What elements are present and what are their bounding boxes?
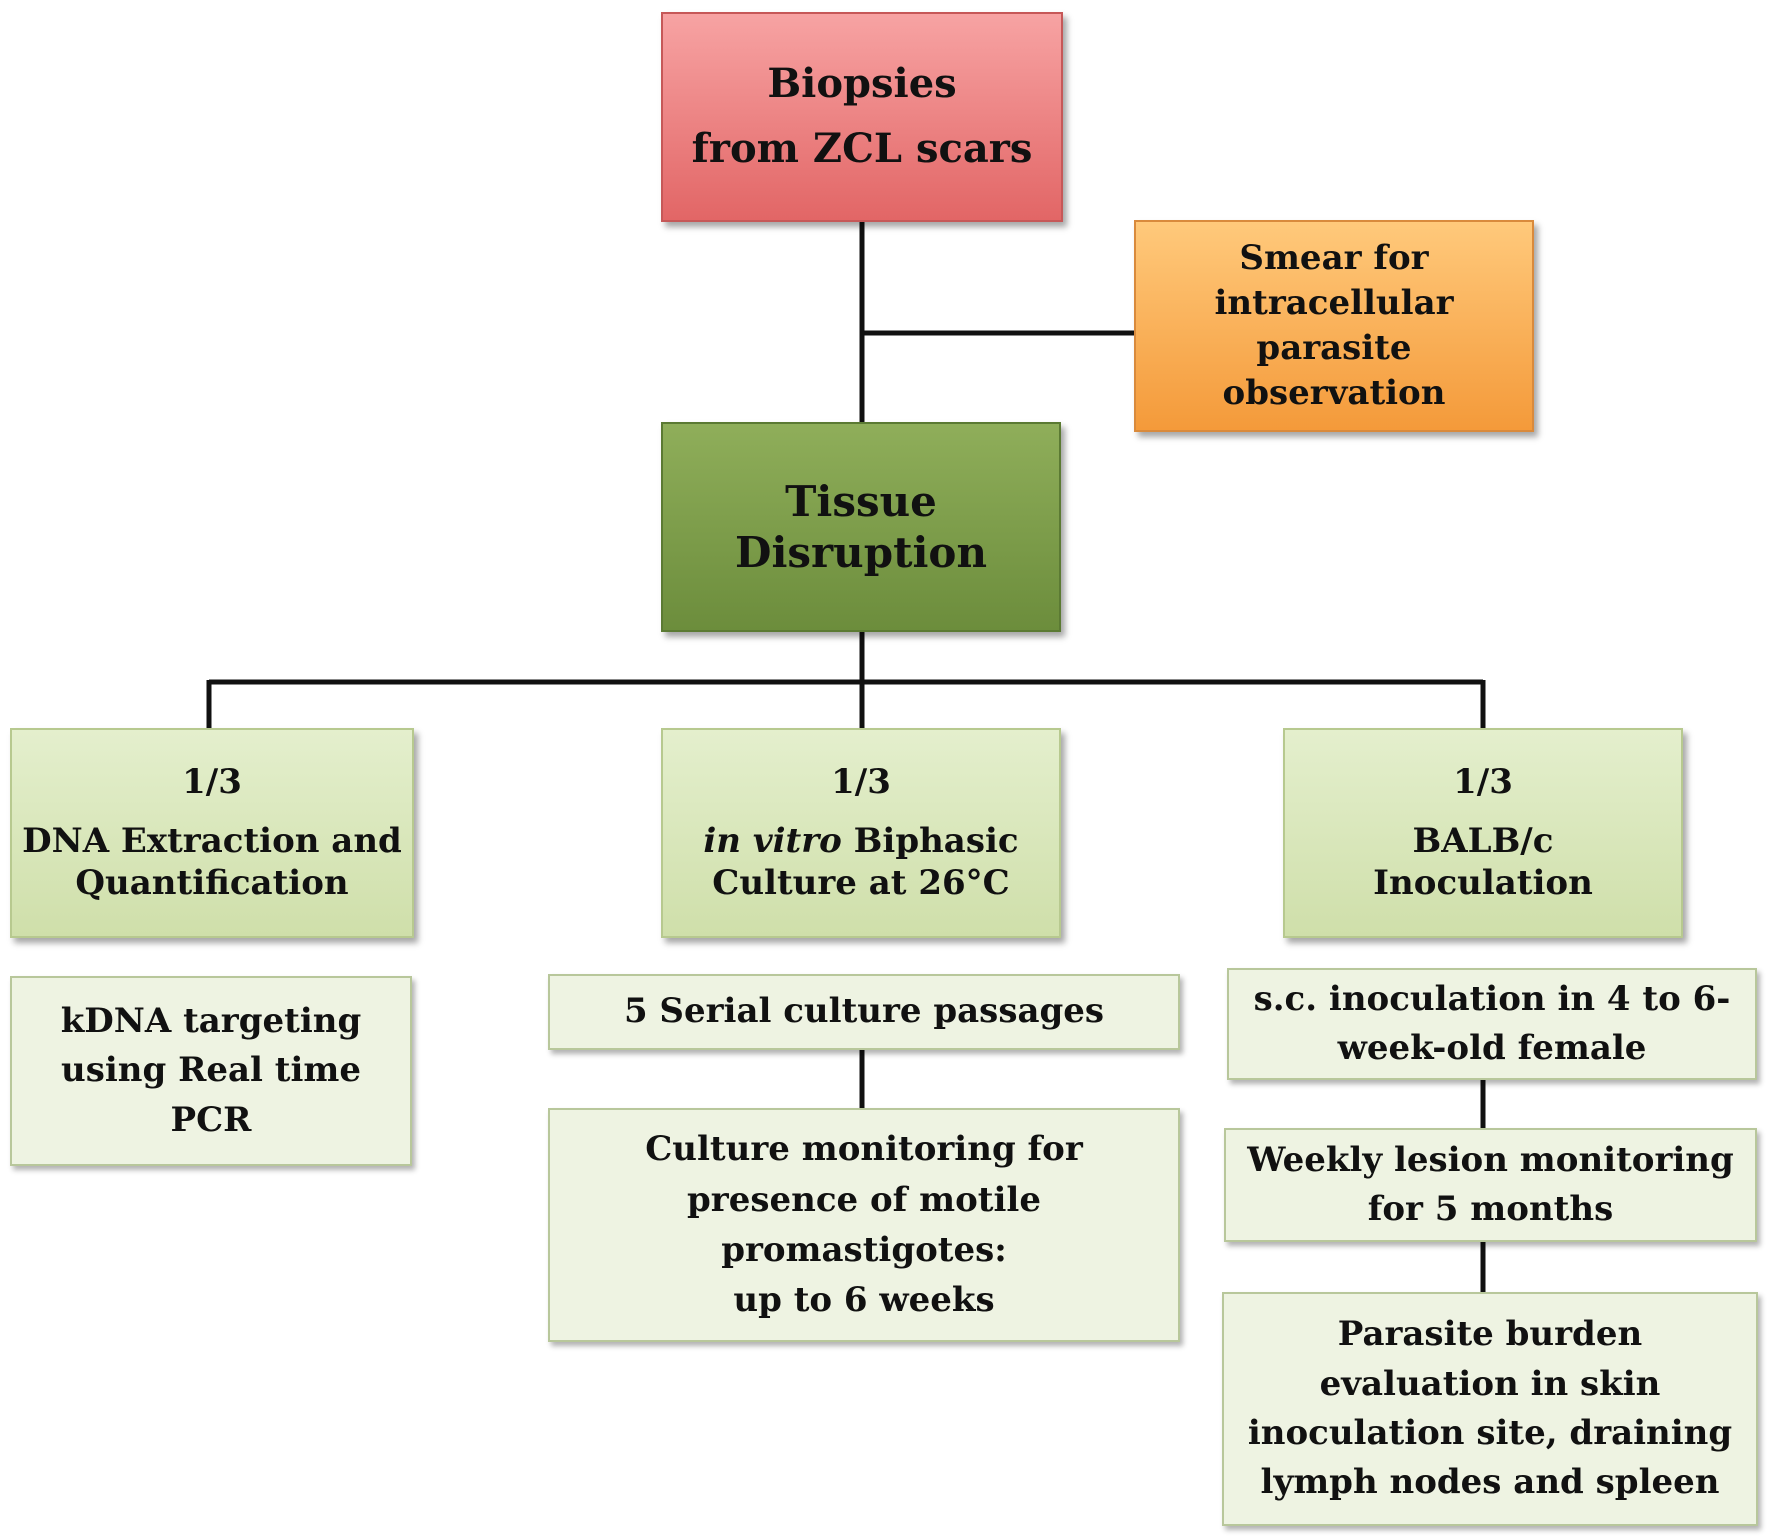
- dna-extraction-node: 1/3 DNA Extraction and Quantification: [10, 728, 414, 938]
- dna-line-2: Quantification: [75, 862, 349, 903]
- smear-node: Smear for intracellular parasite observa…: [1134, 220, 1534, 432]
- burden-line-2: evaluation in skin: [1319, 1363, 1661, 1404]
- culture-line-1-rest: Biphasic: [841, 821, 1019, 862]
- balbc-inoculation-node: 1/3 BALB/c Inoculation: [1283, 728, 1683, 938]
- smear-line-3: observation: [1222, 373, 1446, 414]
- kdna-line-1: kDNA targeting: [60, 1001, 362, 1042]
- culture-line-1: in vitro Biphasic: [703, 821, 1018, 862]
- burden-line-3: inoculation site, draining: [1247, 1413, 1733, 1453]
- balb-line-1: BALB/c: [1412, 821, 1554, 862]
- burden-line-4: lymph nodes and spleen: [1260, 1462, 1720, 1503]
- sc-line-2: week-old female: [1337, 1028, 1647, 1068]
- burden-line-1: Parasite burden: [1337, 1314, 1643, 1355]
- biphasic-culture-node: 1/3 in vitro Biphasic Culture at 26°C: [661, 728, 1061, 938]
- biopsies-node: Biopsies from ZCL scars: [661, 12, 1063, 222]
- culture-fraction: 1/3: [831, 761, 891, 802]
- kdna-line-3: PCR: [170, 1099, 252, 1140]
- weekly-monitoring-node: Weekly lesion monitoring for 5 months: [1224, 1128, 1757, 1242]
- kdna-line-2: using Real time: [60, 1050, 361, 1091]
- dna-line-1: DNA Extraction and: [22, 821, 402, 862]
- sc-inoculation-node: s.c. inoculation in 4 to 6- week-old fem…: [1227, 968, 1757, 1080]
- culture-line-2: Culture at 26°C: [712, 862, 1010, 903]
- serial-label: 5 Serial culture passages: [623, 991, 1105, 1032]
- biopsies-line-1: Biopsies: [767, 60, 957, 108]
- culture-italic: in vitro: [703, 821, 842, 862]
- kdna-pcr-node: kDNA targeting using Real time PCR: [10, 976, 412, 1166]
- smear-line-2: intracellular parasite: [1214, 282, 1454, 368]
- weekly-line-2: for 5 months: [1367, 1189, 1614, 1229]
- biopsies-line-2: from ZCL scars: [691, 125, 1033, 172]
- monitoring-line-4: up to 6 weeks: [733, 1280, 995, 1321]
- monitoring-line-2: presence of motile: [687, 1179, 1041, 1220]
- culture-monitoring-node: Culture monitoring for presence of motil…: [548, 1108, 1180, 1342]
- serial-passages-node: 5 Serial culture passages: [548, 974, 1180, 1050]
- tissue-disruption-node: Tissue Disruption: [661, 422, 1061, 632]
- monitoring-line-3: promastigotes:: [721, 1230, 1007, 1270]
- weekly-line-1: Weekly lesion monitoring: [1247, 1139, 1734, 1180]
- sc-line-1: s.c. inoculation in 4 to 6-: [1253, 978, 1731, 1019]
- balb-fraction: 1/3: [1453, 761, 1513, 802]
- dna-fraction: 1/3: [182, 761, 242, 802]
- parasite-burden-node: Parasite burden evaluation in skin inocu…: [1222, 1292, 1758, 1526]
- tissue-disruption-label: Tissue Disruption: [735, 476, 987, 577]
- smear-line-1: Smear for: [1239, 237, 1429, 278]
- balb-line-2: Inoculation: [1373, 862, 1593, 903]
- monitoring-line-1: Culture monitoring for: [645, 1129, 1083, 1170]
